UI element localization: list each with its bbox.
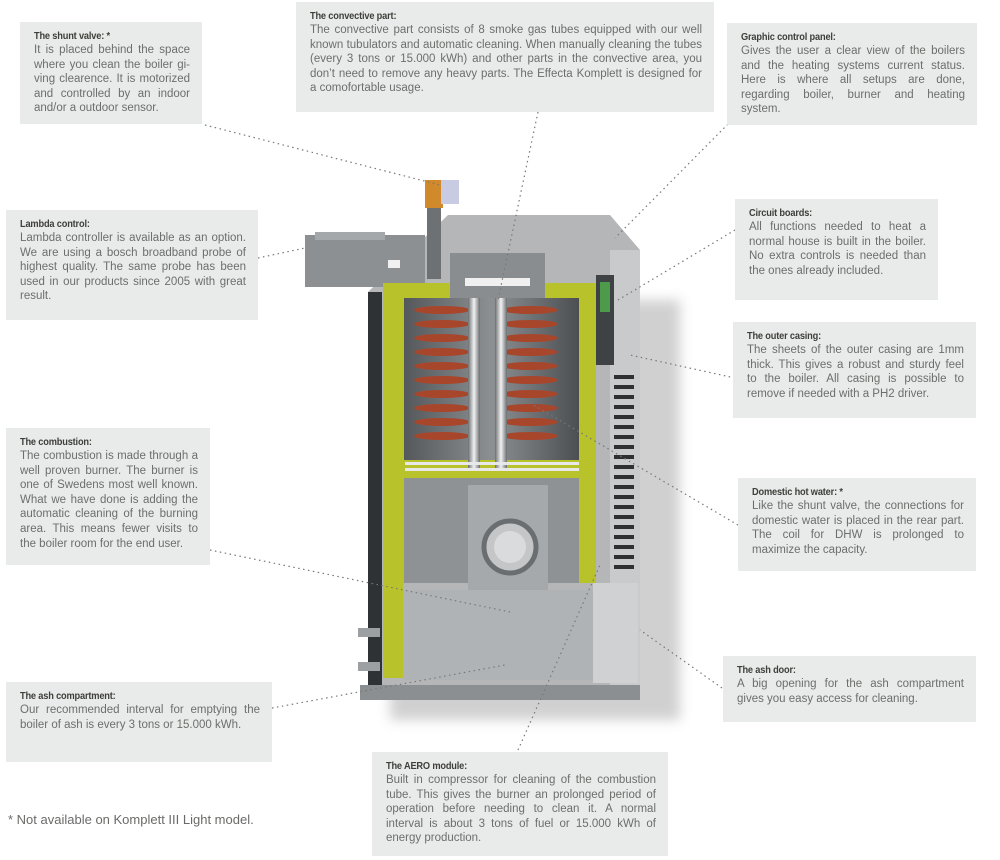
vent-slot (614, 415, 634, 419)
callout-title: Lambda control: (20, 218, 90, 230)
leader-line-ash-door (639, 629, 723, 689)
vent-slot (614, 525, 634, 529)
callout-title: The AERO module: (386, 760, 468, 772)
callout-title: Domestic hot water: * (752, 486, 843, 498)
callout-title: Graphic control panel: (741, 31, 836, 43)
tubulator-coils (414, 306, 558, 440)
vent-slot (614, 495, 634, 499)
callout-body: Built in compressor for cleaning of the … (386, 774, 656, 845)
vent-slot (614, 485, 634, 489)
coil-turn (414, 390, 470, 398)
callout-circuit-boards: Circuit boards: All functions needed to … (735, 199, 938, 300)
coil-turn (414, 334, 470, 342)
coil-turn (414, 348, 470, 356)
coil-turn (502, 390, 558, 398)
coil-turn (414, 320, 470, 328)
coil-turn (502, 404, 558, 412)
coil-turn (502, 334, 558, 342)
callout-title: The shunt valve: * (34, 30, 110, 42)
callout-title: The ash door: (737, 664, 796, 676)
vent-slot (614, 455, 634, 459)
smoke-box (450, 253, 545, 298)
vent-slot (614, 445, 634, 449)
callout-ash-compartment: The ash compartment: Our recommended int… (6, 682, 272, 762)
leader-line-convective-part (497, 111, 539, 301)
leader-line-lambda-control (257, 247, 306, 259)
callout-body: It is placed behind the space where you … (34, 44, 190, 115)
footnote: * Not available on Komplett III Light mo… (8, 812, 254, 827)
callout-ash-door: The ash door: A big opening for the ash … (723, 656, 976, 722)
vent-slot (614, 505, 634, 509)
callout-graphic-control-panel: Graphic control panel: Gives the user a … (727, 23, 977, 125)
vent-slot (614, 555, 634, 559)
rear-connection (358, 662, 380, 671)
coil-turn (414, 404, 470, 412)
callout-body: A big opening for the ash compartment gi… (737, 678, 964, 705)
smoke-tube (468, 298, 480, 468)
callout-body: Like the shunt valve, the connections fo… (752, 500, 964, 556)
callout-convective-part: The convective part: The convective part… (296, 2, 714, 112)
callout-domestic-hot-water: Domestic hot water: * Like the shunt val… (738, 478, 976, 571)
leader-line-domestic-hot-water (524, 399, 739, 526)
coil-turn (502, 418, 558, 426)
vent-slot (614, 395, 634, 399)
vent-slot (614, 515, 634, 519)
rear-connection (358, 628, 380, 637)
callout-body: The combustion is made through a well pr… (20, 450, 198, 550)
callout-body: Gives the user a clear view of the boile… (741, 45, 965, 116)
coil-turn (414, 306, 470, 314)
coil-turn (502, 320, 558, 328)
coil-turn (502, 362, 558, 370)
callout-outer-casing: The outer casing: The sheets of the oute… (733, 322, 976, 418)
coil-turn (502, 376, 558, 384)
callout-title: The outer casing: (747, 330, 822, 342)
callout-body: Lambda controller is available as an opt… (20, 232, 246, 303)
leader-line-combustion (209, 549, 511, 613)
vent-slot (614, 565, 634, 569)
combustion-chamber (404, 478, 579, 590)
vent-slot (614, 545, 634, 549)
coil-turn (414, 376, 470, 384)
leader-line-graphic-control-panel (614, 116, 736, 239)
vent-slot (614, 475, 634, 479)
callout-shunt-valve: The shunt valve: * It is placed behind t… (20, 22, 202, 124)
vent-slot (614, 465, 634, 469)
vent-slot (614, 405, 634, 409)
leader-line-aero-module (517, 564, 601, 751)
coil-turn (414, 432, 470, 440)
coil-turn (502, 432, 558, 440)
ash-compartment-area (403, 583, 638, 683)
vent-slot (614, 425, 634, 429)
smoke-tube (495, 298, 507, 468)
vent-grille (614, 375, 634, 569)
callout-body: The sheets of the outer casing are 1mm t… (747, 344, 964, 400)
callout-body: The convective part consists of 8 smoke … (310, 24, 702, 95)
leader-line-shunt-valve (204, 124, 441, 186)
callout-title: The ash compartment: (20, 690, 116, 702)
callout-title: The convective part: (310, 10, 397, 22)
callout-aero-module: The AERO module: Built in compressor for… (372, 752, 668, 856)
callout-combustion: The combustion: The combustion is made t… (6, 428, 210, 565)
callout-title: Circuit boards: (749, 207, 813, 219)
coil-turn (502, 306, 558, 314)
coil-turn (414, 418, 470, 426)
callout-body: Our recommended interval for emptying th… (20, 704, 260, 731)
callout-body: All functions needed to heat a normal ho… (749, 221, 926, 277)
vent-slot (614, 535, 634, 539)
vent-slot (614, 385, 634, 389)
shunt-valve (425, 180, 459, 279)
vent-slot (614, 375, 634, 379)
leader-lines (204, 111, 739, 751)
circuit-board (596, 275, 614, 365)
callout-title: The combustion: (20, 436, 92, 448)
callout-lambda-control: Lambda control: Lambda controller is ava… (6, 210, 258, 320)
vent-slot (614, 435, 634, 439)
coil-turn (502, 348, 558, 356)
lambda-control-unit (305, 232, 425, 287)
coil-turn (414, 362, 470, 370)
